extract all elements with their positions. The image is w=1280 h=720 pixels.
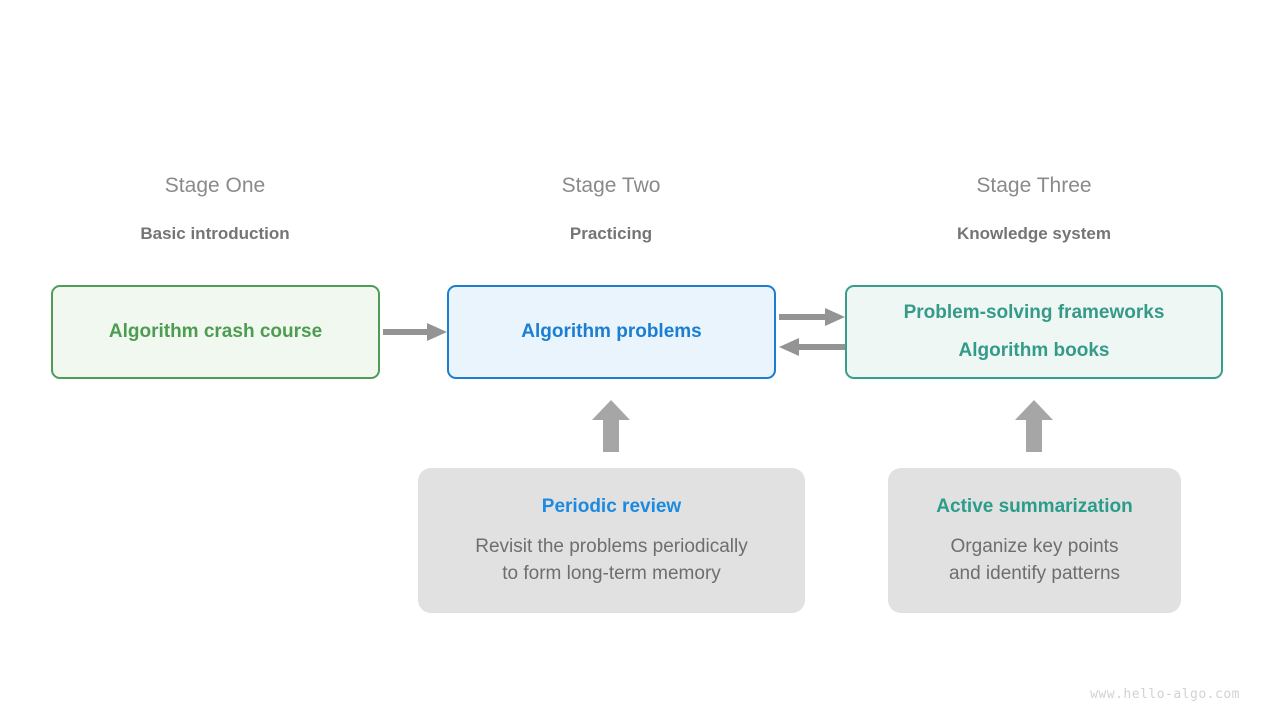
note-body: Organize key points and identify pattern… <box>949 533 1120 587</box>
stage-box-line: Algorithm books <box>958 340 1110 361</box>
watermark: www.hello-algo.com <box>1090 687 1240 702</box>
note-box-active-summarization[interactable]: Active summarization Organize key points… <box>888 468 1181 613</box>
stage-title-three: Stage Three <box>976 174 1092 197</box>
stage-box-line: Algorithm crash course <box>108 321 323 342</box>
note-body-line: Revisit the problems periodically <box>475 535 748 557</box>
stage-title-two: Stage Two <box>561 174 661 197</box>
stage-header-two: Stage Two Practicing <box>461 174 761 244</box>
stage-subtitle-three: Knowledge system <box>957 224 1111 243</box>
stage-box-algorithm-crash-course[interactable]: Algorithm crash course <box>51 285 380 379</box>
arrow-left-stage-three-to-two <box>779 338 845 356</box>
stage-box-line: Problem-solving frameworks <box>903 302 1165 323</box>
arrow-up-active-summarization <box>1015 400 1053 452</box>
stage-box-line: Algorithm problems <box>521 321 702 342</box>
note-title: Active summarization <box>936 495 1133 517</box>
note-body: Revisit the problems periodically to for… <box>475 533 747 587</box>
stage-title-one: Stage One <box>164 174 266 197</box>
arrow-right-stage-two-to-three <box>779 308 845 326</box>
stage-box-knowledge-system[interactable]: Problem-solving frameworks Algorithm boo… <box>845 285 1223 379</box>
note-body-line: to form long-term memory <box>502 562 721 584</box>
note-body-line: Organize key points <box>950 535 1119 557</box>
note-box-periodic-review[interactable]: Periodic review Revisit the problems per… <box>418 468 805 613</box>
stage-box-algorithm-problems[interactable]: Algorithm problems <box>447 285 776 379</box>
arrow-up-periodic-review <box>592 400 630 452</box>
note-title: Periodic review <box>541 495 682 517</box>
arrow-right-stage-one-to-two <box>383 323 447 341</box>
note-body-line: and identify patterns <box>948 562 1121 584</box>
stage-header-three: Stage Three Knowledge system <box>884 174 1184 244</box>
stage-header-one: Stage One Basic introduction <box>65 174 365 244</box>
stage-subtitle-two: Practicing <box>569 224 653 243</box>
stage-subtitle-one: Basic introduction <box>140 224 290 243</box>
